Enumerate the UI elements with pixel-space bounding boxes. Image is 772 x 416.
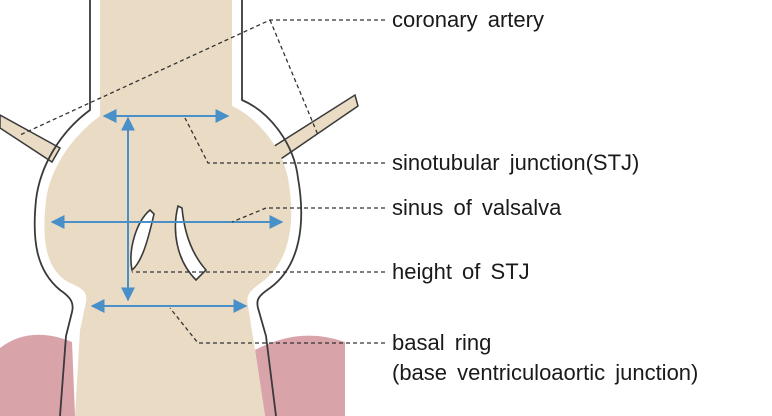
label-basal-ring-subtitle: (base ventriculoaortic junction) — [392, 360, 698, 385]
leader-sinus — [231, 207, 385, 223]
right-myocardium — [255, 335, 345, 416]
aortic-wall-right — [241, 0, 303, 416]
aortic-root — [44, 0, 292, 416]
label-coronary-artery: coronary artery — [392, 7, 544, 32]
label-stj: sinotubular junction(STJ) — [392, 150, 639, 175]
label-sinus-of-valsalva: sinus of valsalva — [392, 195, 562, 220]
label-height-of-stj: height of STJ — [392, 259, 530, 284]
left-myocardium — [0, 334, 75, 416]
leader-coronary-artery — [19, 19, 385, 136]
leader-stj — [184, 117, 385, 164]
label-basal-ring: basal ring — [392, 330, 491, 355]
aortic-wall-left — [33, 0, 91, 416]
left-coronary-artery — [0, 114, 62, 164]
